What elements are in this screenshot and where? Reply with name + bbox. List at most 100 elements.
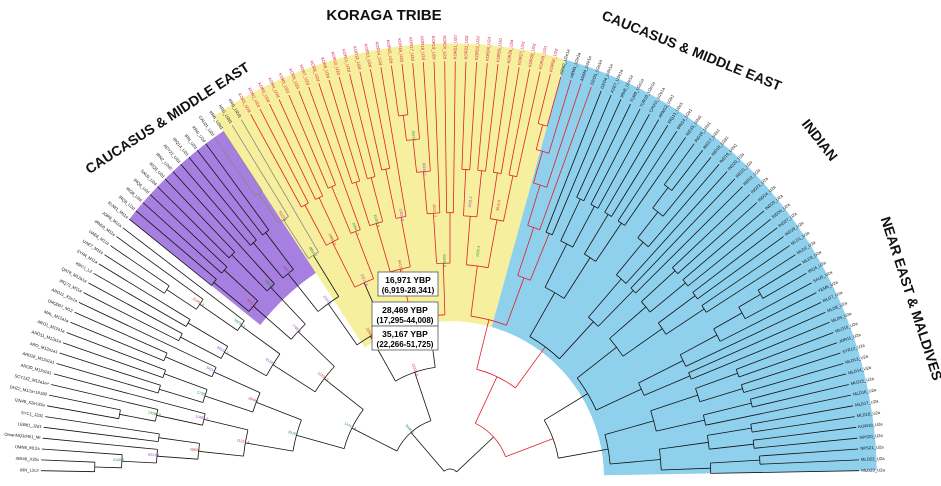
clade-fills — [129, 43, 876, 475]
date-box-2-ybp: 28,469 YBP — [382, 305, 428, 315]
leaf-label: AROD_M12a1a1 — [20, 363, 53, 376]
branch-segment — [199, 451, 244, 456]
branch-arc — [444, 469, 456, 472]
leaf-label: OmanNQ3d4h1_MI — [4, 432, 41, 440]
branch-arc — [164, 353, 167, 361]
branch-segment — [475, 377, 497, 424]
leaf-label: SCY132_M12a1a+ — [14, 373, 50, 386]
branch-segment — [45, 417, 159, 434]
branch-segment — [42, 449, 122, 455]
branch-segment — [110, 246, 169, 286]
branch-segment — [515, 347, 545, 388]
branch-segment — [241, 326, 280, 354]
date-box-3: 35,167 YBP (22,266-51,725) — [372, 326, 438, 350]
node-age-label: 13220.8 — [411, 363, 419, 377]
branch-segment — [224, 352, 266, 375]
leaf-label: OMN8_M12a — [15, 444, 41, 451]
branch-segment — [298, 332, 334, 367]
node-age-label: 7765.4 — [291, 323, 302, 333]
branch-segment — [205, 396, 253, 412]
branch-segment — [41, 460, 95, 462]
branch-segment — [544, 394, 587, 421]
branch-segment — [157, 456, 198, 459]
branch-segment — [43, 438, 158, 449]
leaf-label: KRC1_L2 — [75, 261, 94, 275]
branch-segment — [75, 312, 168, 353]
node-age-label: 17355 — [196, 390, 207, 397]
branch-arc — [462, 169, 470, 170]
branch-segment — [166, 357, 213, 377]
date-box-3-ci: (22,266-51,725) — [377, 340, 434, 349]
branch-segment — [214, 372, 260, 393]
date-box-2: 28,469 YBP (17,295-44,008) — [372, 302, 438, 326]
leaf-label: ARO_M12a1a1 — [29, 341, 59, 355]
branch-segment — [415, 372, 431, 421]
branch-segment — [94, 273, 187, 326]
node-age-label: 25221.7 — [432, 204, 437, 217]
region-label-near-east: NEAR EAST & MALDIVES — [878, 215, 941, 383]
branch-segment — [63, 343, 163, 378]
leaf-label: KOR19_U2d — [431, 36, 437, 61]
leaf-label: KOR22_U2d — [463, 35, 469, 60]
branch-segment — [558, 449, 608, 458]
date-box-3-ybp: 35,167 YBP — [382, 329, 428, 339]
leaf-label: DHZ2_M12a+16189 — [9, 384, 48, 397]
branch-segment — [296, 435, 344, 448]
node-age-label: 8221.9 — [148, 453, 159, 458]
branch-segment — [95, 467, 122, 468]
branch-segment — [457, 437, 494, 472]
leaf-label: ISR46_X2bx — [15, 456, 40, 462]
node-age-label: 6231.2 — [468, 196, 473, 207]
date-box-1: 16,971 YBP (6,919-28,341) — [378, 272, 438, 296]
branch-segment — [79, 302, 216, 367]
node-age-label: 13285.8 — [148, 411, 162, 418]
leaf-label: MLD22_U2a — [861, 456, 885, 462]
node-age-label: 11221.4 — [236, 438, 249, 444]
branch-segment — [506, 439, 553, 457]
branch-arc — [186, 320, 190, 327]
branch-segment — [54, 374, 205, 414]
branch-segment — [188, 323, 228, 346]
branch-arc — [760, 456, 761, 464]
node-age-label: 10455.2 — [195, 414, 209, 421]
date-box-1-ybp: 16,971 YBP — [385, 275, 431, 285]
node-age-label: 4126.5 — [113, 458, 124, 463]
branch-segment — [273, 365, 315, 392]
branch-segment — [122, 461, 157, 463]
branch-segment — [477, 320, 489, 370]
leaf-label: MLD23_U2a — [861, 467, 885, 472]
branch-segment — [245, 443, 293, 451]
branch-segment — [99, 264, 190, 320]
branch-segment — [164, 374, 207, 390]
branch-segment — [324, 379, 363, 410]
branch-segment — [200, 304, 238, 330]
branch-arc — [158, 434, 159, 442]
leaf-label: NPS21_U2a — [860, 444, 884, 451]
date-box-1-ci: (6,919-28,341) — [382, 286, 435, 295]
node-age-label: 28469 — [248, 396, 259, 403]
node-age-label: 9124.7 — [265, 357, 276, 366]
node-age-label: 20045.9 — [442, 254, 446, 267]
leaf-label: IZN49_X2e1d3a — [14, 397, 46, 407]
region-label-indian: INDIAN — [799, 116, 841, 164]
leaf-label: KOR20_U2d — [442, 35, 447, 59]
branch-segment — [159, 438, 200, 444]
leaf-label: IRN_L2c2 — [20, 467, 39, 472]
date-box-2-ci: (17,295-44,008) — [377, 316, 434, 325]
branch-segment — [70, 322, 163, 360]
branch-segment — [352, 428, 397, 451]
branch-arc — [179, 334, 183, 341]
branch-arc — [164, 286, 169, 294]
branch-segment — [256, 402, 301, 420]
branch-segment — [67, 333, 166, 371]
leaf-label: KOR21_U2d — [453, 35, 458, 59]
leaf-label: SYC1_J2d1 — [21, 410, 45, 418]
branch-segment — [120, 414, 156, 421]
branch-segment — [41, 471, 95, 472]
node-age-label: 35167 — [288, 430, 299, 436]
region-label-koraga: KORAGA TRIBE — [326, 7, 441, 24]
node-age-label: 5963.1 — [190, 447, 201, 452]
branch-segment — [105, 255, 165, 294]
